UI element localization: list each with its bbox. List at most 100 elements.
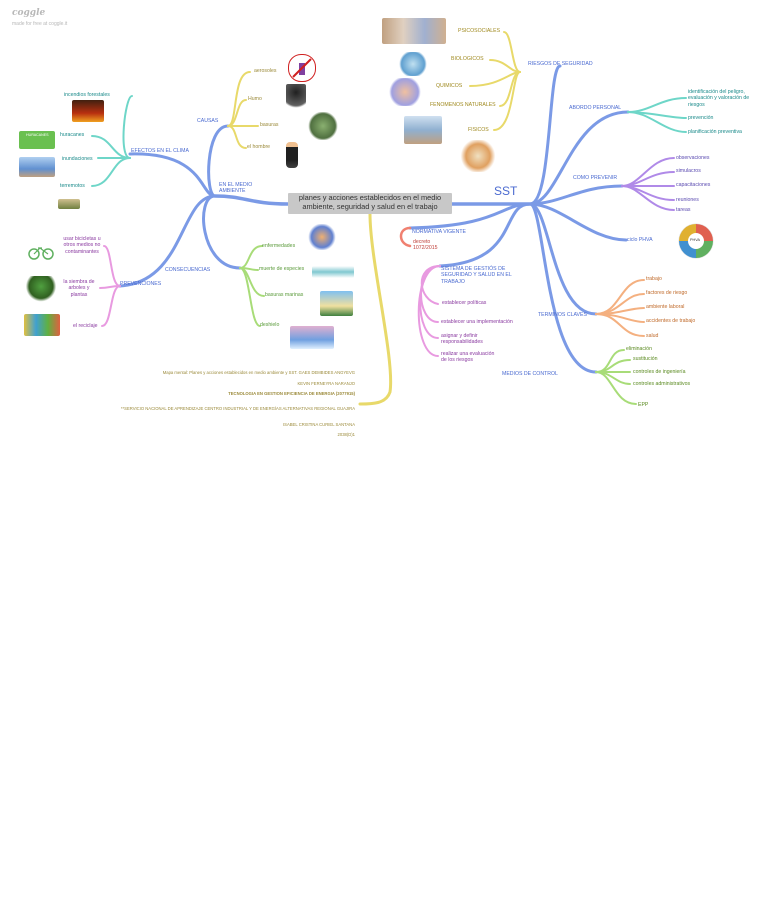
abordo-item-planificacion[interactable]: planificación preventiva (688, 129, 742, 135)
como-item-observaciones[interactable]: observaciones (676, 155, 709, 161)
prevenciones-item-bicicletas[interactable]: usar bicicletas u otros medios no contam… (60, 236, 104, 255)
branch-sistema-politicas (422, 266, 440, 304)
aerosol-icon (289, 55, 315, 81)
bicicletas-image (26, 242, 56, 262)
normativa-item-decreto[interactable]: decreto 1072/2015 (413, 239, 443, 252)
efectos-label[interactable]: EFECTOS EN EL CLIMA (131, 148, 189, 154)
como-item-tareas[interactable]: tareas (676, 207, 690, 213)
siembra-image (26, 276, 56, 302)
enfermedades-image (308, 224, 336, 250)
riesgos-item-fenomenos[interactable]: FENOMENOS NATURALES (430, 102, 496, 108)
como-item-capacitaciones[interactable]: capacitaciones (676, 182, 710, 188)
prevenciones-label[interactable]: PREVENCIONES (120, 281, 161, 287)
medios-item-administrativos[interactable]: controles administrativos (633, 381, 690, 387)
central-topic-text: planes y acciones establecidos en el med… (299, 193, 441, 211)
basuras-image (308, 112, 338, 140)
medios-item-epp[interactable]: EPP (638, 402, 648, 408)
psicosociales-image (382, 18, 446, 44)
consecuencias-item-muerte[interactable]: muerte de especies (259, 266, 304, 272)
incendios-image (72, 100, 104, 122)
consecuencias-item-enfermedades[interactable]: enfermedades (262, 243, 295, 249)
riesgos-item-psicosociales[interactable]: PSICOSOCIALES (458, 28, 500, 34)
branch-normativa-decreto (401, 228, 410, 246)
causas-item-aerosoles[interactable]: aerosoles (254, 68, 277, 74)
branch-medios-epp (596, 372, 636, 404)
abordo-item-prevencion[interactable]: prevención (688, 115, 713, 121)
como-item-reuniones[interactable]: reuniones (676, 197, 699, 203)
hombre-image (286, 142, 298, 168)
credit-line-2: KEVIN FERNEYRA NARANJO (298, 381, 355, 386)
sistema-item-politicas[interactable]: establecer políticas (442, 300, 486, 306)
terminos-label[interactable]: TERMINOS CLAVES (538, 312, 587, 318)
sst-topic[interactable]: SST (494, 184, 517, 198)
branch-causas-aerosoles (228, 72, 250, 126)
riesgos-item-quimicos[interactable]: QUIMICOS (436, 83, 462, 89)
terminos-item-factores[interactable]: factores de riesgo (646, 290, 687, 296)
terminos-item-ambiente[interactable]: ambiente laboral (646, 304, 684, 310)
causas-item-basuras[interactable]: basuras (260, 122, 278, 128)
terminos-item-salud[interactable]: salud (646, 333, 658, 339)
terminos-item-trabajo[interactable]: trabajo (646, 276, 662, 282)
ciclo-label[interactable]: ciclo PHVA (627, 237, 653, 243)
credit-line-3: TECNOLOGIA EN GESTION EFICIENCIA DE ENER… (228, 391, 355, 396)
credit-line-4: **SERVICIO NACIONAL DE APRENDIZAJE CENTR… (119, 406, 355, 411)
riesgos-label[interactable]: RIESGOS DE SEGURIDAD (528, 61, 593, 67)
causas-item-humo[interactable]: Humo (248, 96, 262, 102)
efectos-item-huracanes[interactable]: huracanes (60, 132, 84, 138)
sistema-item-responsabilidades[interactable]: asignar y definir responsabilidades (441, 333, 493, 346)
medios-item-sustitucion[interactable]: sustitución (633, 356, 658, 362)
humo-image (286, 84, 306, 112)
bicycle-icon (26, 242, 56, 262)
efectos-item-incendios[interactable]: incendios forestales (64, 92, 110, 98)
efectos-item-inundaciones[interactable]: inundaciones (62, 156, 93, 162)
branch-terminos (530, 204, 596, 314)
causas-item-hombre[interactable]: el hombre (247, 144, 270, 150)
ciclo-phva-image: PHVA (664, 220, 728, 262)
causas-label[interactable]: CAUSAS (197, 118, 218, 124)
branch-ambiente (215, 196, 288, 204)
medios-item-ingenieria[interactable]: controles de ingeniería (633, 369, 686, 375)
credit-line-5: ISABEL CRISTINA CURIEL SANTANA (283, 422, 355, 427)
medios-item-eliminacion[interactable]: eliminación (626, 346, 652, 352)
branch-credits (360, 214, 391, 404)
central-topic[interactable]: planes y acciones establecidos en el med… (288, 193, 452, 214)
sistema-item-implementacion[interactable]: establecer una implementación (441, 319, 513, 325)
medios-label[interactable]: MEDIOS DE CONTROL (502, 371, 558, 377)
branch-causas-hombre (228, 126, 246, 148)
ambiente-label[interactable]: EN EL MEDIO AMBIENTE (219, 182, 267, 195)
sistema-label[interactable]: SISTEMA DE GESTIÓS DE SEGURIDAD Y SALUD … (441, 266, 513, 285)
consecuencias-label[interactable]: CONSECUENCIAS (165, 267, 210, 273)
fisicos-image (460, 140, 496, 172)
branch-efectos (130, 154, 215, 196)
consecuencias-item-basuras-marinas[interactable]: basuras marinas (265, 292, 303, 298)
riesgos-item-fisicos[interactable]: FISICOS (468, 127, 489, 133)
abordo-label[interactable]: ABORDO PERSONAL (569, 105, 621, 111)
branch-consecuencias-deshielo (240, 268, 260, 326)
como-item-simulacros[interactable]: simulacros (676, 168, 701, 174)
quimicos-image (388, 78, 422, 106)
normativa-label[interactable]: NORMATIVA VIGENTE (412, 229, 466, 235)
branch-prevenciones-reciclaje (102, 286, 120, 326)
como-label[interactable]: COMO PREVENIR (573, 175, 617, 181)
terminos-item-accidentes[interactable]: accidentes de trabajo (646, 318, 695, 324)
reciclaje-image (24, 314, 60, 336)
huracanes-image: HURACANES (19, 131, 55, 149)
phva-center-label: PHVA (690, 237, 700, 243)
abordo-item-identificacion[interactable]: identificación del peligro, evaluación y… (688, 89, 754, 108)
aerosoles-image (288, 54, 316, 82)
inundaciones-image (19, 157, 55, 177)
branch-terminos-ambiente (596, 308, 644, 314)
prevenciones-item-reciclaje[interactable]: el reciclaje (73, 323, 98, 329)
deshielo-image (290, 326, 334, 349)
branch-como-tareas (622, 186, 674, 210)
fenomenos-image (404, 116, 442, 144)
prevenciones-item-siembra[interactable]: la siembra de arboles y plantas (60, 279, 98, 298)
consecuencias-item-deshielo[interactable]: deshielo (260, 322, 279, 328)
riesgos-item-biologicos[interactable]: BIOLOGICOS (451, 56, 484, 62)
credit-line-6: 2038(D)1 (338, 432, 355, 437)
sistema-item-evaluacion[interactable]: realizar una evaluación de los riesgos (441, 351, 501, 364)
efectos-item-terremotos[interactable]: terremotos (60, 183, 85, 189)
branch-abordo (530, 112, 628, 204)
huracanes-image-label: HURACANES (26, 132, 49, 138)
